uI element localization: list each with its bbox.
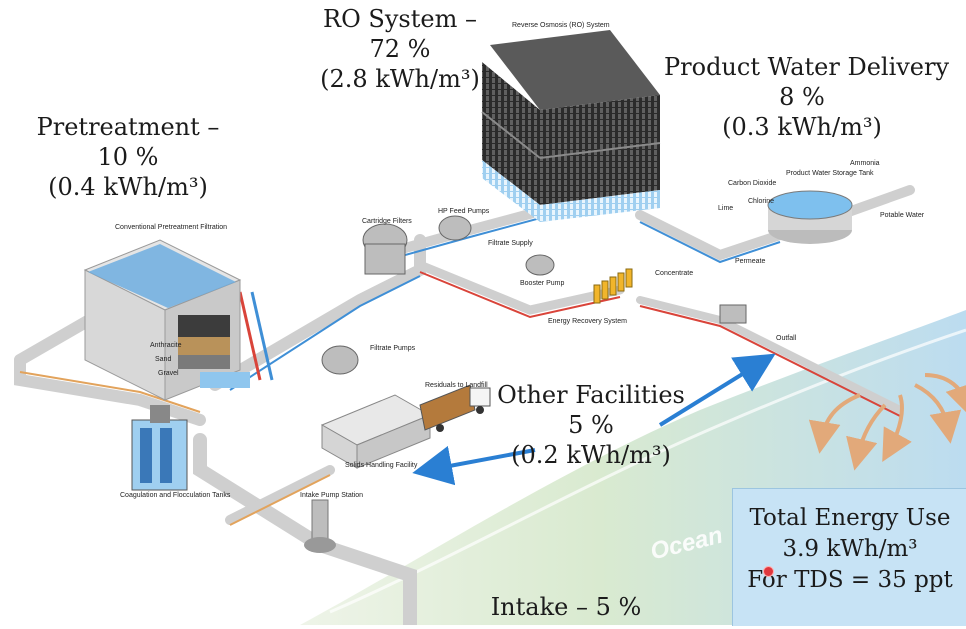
small-label-cartridge: Cartridge Filters [362, 218, 412, 225]
truck [419, 384, 491, 432]
cursor-dot [763, 566, 774, 577]
small-label-concentrate: Concentrate [655, 270, 694, 277]
other-percent: 5 % [568, 411, 614, 439]
outfall-pump-station [719, 304, 747, 324]
label-pretreatment: Pretreatment – 10 % (0.4 kWh/m³) [22, 112, 234, 202]
other-energy: (0.2 kWh/m³) [511, 441, 671, 469]
ro-system-block [481, 30, 661, 222]
small-label-residuals: Residuals to Landfill [425, 382, 488, 389]
small-label-hp-feed: HP Feed Pumps [438, 208, 490, 215]
small-label-chlorine: Chlorine [748, 198, 775, 205]
pretreatment-energy: (0.4 kWh/m³) [48, 173, 208, 201]
product-energy: (0.3 kWh/m³) [722, 113, 882, 141]
intake-title: Intake – 5 % [490, 593, 642, 621]
total-energy: 3.9 kWh/m³ [782, 536, 918, 563]
label-ro-system: RO System – 72 % (2.8 kWh/m³) [300, 4, 500, 94]
total-title: Total Energy Use [749, 505, 951, 531]
label-other-facilities: Other Facilities 5 % (0.2 kWh/m³) [496, 380, 686, 470]
small-label-solids: Solids Handling Facility [345, 462, 418, 469]
small-label-lime: Lime [718, 205, 734, 212]
small-label-filtrate-supply: Filtrate Supply [488, 240, 533, 247]
small-label-energy-recovery: Energy Recovery System [548, 318, 627, 325]
product-title: Product Water Delivery [664, 53, 950, 81]
small-label-conventional: Conventional Pretreatment Filtration [115, 224, 228, 231]
small-label-booster: Booster Pump [520, 280, 565, 287]
small-label-permeate: Permeate [735, 258, 766, 265]
small-label-filtrate-pumps: Filtrate Pumps [370, 345, 416, 352]
other-facilities-arrows [412, 353, 776, 486]
product-water-tank [767, 190, 853, 244]
pipe-stripes [19, 201, 901, 526]
ro-percent: 72 % [369, 35, 431, 63]
product-percent: 8 % [779, 83, 825, 111]
small-label-ammonia: Ammonia [850, 160, 880, 167]
pretreatment-percent: 10 % [97, 143, 159, 171]
coagulation-tanks [131, 405, 188, 491]
small-label-potable: Potable Water [880, 212, 925, 219]
discharge-arrows [808, 373, 966, 471]
small-label-carbon-dioxide: Carbon Dioxide [728, 180, 777, 187]
energy-recovery-units [593, 268, 633, 304]
other-title: Other Facilities [497, 381, 685, 409]
small-label-sand: Sand [155, 356, 172, 363]
small-label-coagulation: Coagulation and Flocculation Tanks [120, 492, 231, 499]
label-intake: Intake – 5 % [486, 592, 646, 622]
label-product-water: Product Water Delivery 8 % (0.3 kWh/m³) [664, 52, 950, 142]
small-label-intake-pump: Intake Pump Station [300, 492, 364, 499]
small-label-product-tank: Product Water Storage Tank [786, 170, 874, 177]
pumps-and-filters [321, 215, 555, 375]
small-label-outfall: Outfall [776, 335, 797, 342]
intake-pump-station [304, 499, 336, 553]
total-tds: For TDS = 35 ppt [747, 567, 953, 594]
total-energy-box: Total Energy Use 3.9 kWh/m³ For TDS = 35… [732, 488, 966, 626]
solids-handling-building [320, 394, 432, 469]
small-label-ro-system: Reverse Osmosis (RO) System [512, 22, 610, 29]
pretreatment-filters [83, 239, 250, 401]
small-label-gravel: Gravel [158, 370, 179, 377]
ro-title: RO System – [323, 5, 477, 33]
pretreatment-title: Pretreatment – [36, 113, 220, 141]
sea-wave-line [329, 328, 966, 614]
small-label-anthracite: Anthracite [150, 342, 182, 349]
ro-energy: (2.8 kWh/m³) [320, 65, 480, 93]
